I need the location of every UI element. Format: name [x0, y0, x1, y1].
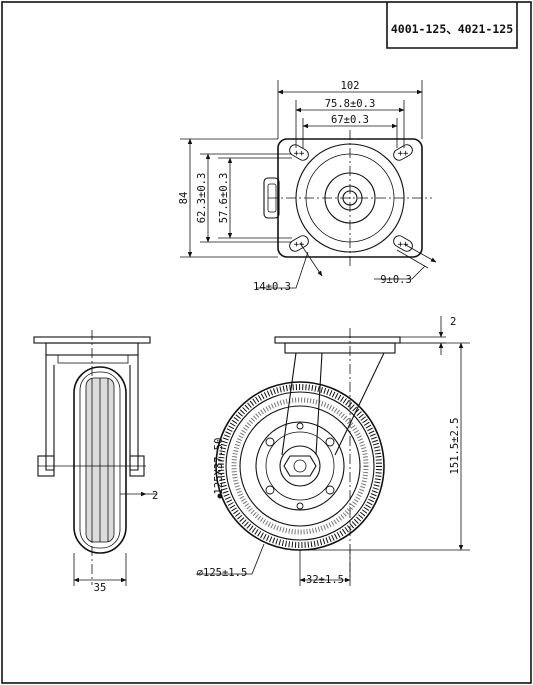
svg-text:++: ++: [294, 240, 305, 250]
bolt-slot-bottom-right: ++: [393, 235, 413, 252]
wheel-hub: [279, 445, 321, 487]
dim-wheel-width: 35: [94, 582, 107, 594]
svg-text:++: ++: [398, 149, 409, 159]
dim-bolt-inner-y: 57.6±0.3: [218, 173, 230, 224]
dim-plate-height: 84: [178, 192, 190, 205]
dim-bolt-outer-x: 75.8±0.3: [325, 98, 376, 110]
svg-text:++: ++: [294, 149, 305, 159]
top-view: ++ ++ ++ ++ 102 75.8±0.3 67±0.3: [178, 80, 437, 293]
bolt-slot-top-right: ++: [393, 144, 413, 161]
dim-side-offset: 2: [152, 490, 158, 502]
fork-front-right: [334, 352, 385, 456]
front-view: 125X37.50 2 151.5±2.5 32±1.5 ⌀125±1.5: [196, 316, 470, 586]
svg-text:++: ++: [398, 240, 409, 250]
dim-bolt-inner-x: 67±0.3: [331, 114, 369, 126]
fork-front-left: [281, 352, 323, 456]
leader-wheel-diameter: [196, 543, 265, 575]
side-wheel-tire: [73, 366, 127, 554]
brake-lever: [263, 177, 280, 219]
title-box: [386, 2, 518, 49]
bolt-slot-bottom-left: ++: [289, 235, 309, 252]
dim-overall-height: 151.5±2.5: [449, 418, 461, 475]
tire-marking: 125X37.50: [213, 438, 225, 495]
leader-slot-length: [256, 251, 309, 289]
dim-slot-length: 14±0.3: [253, 281, 291, 293]
dim-bolt-outer-y: 62.3±0.3: [196, 173, 208, 224]
front-axle-nut: [283, 455, 317, 477]
model-number-label: 4001-125、4021-125: [391, 22, 513, 36]
side-view: 35 2: [33, 330, 158, 594]
wheel-rim: [255, 421, 345, 511]
front-wheel-tire: [215, 381, 385, 551]
dim-plate-thickness: 2: [450, 316, 456, 328]
title-block: 4001-125、4021-125: [386, 2, 518, 49]
front-mounting-plate: [274, 336, 401, 344]
bolt-slot-top-left: ++: [289, 144, 309, 161]
dim-slot-width: 9±0.3: [380, 274, 412, 286]
dim-wheel-diameter: ⌀125±1.5: [197, 567, 248, 579]
dim-plate-width: 102: [341, 80, 360, 92]
tire-tread-pattern: [218, 384, 382, 548]
brake-pedal: [267, 183, 277, 213]
fork-leg-right: [129, 355, 139, 471]
fork-leg-left: [45, 355, 55, 471]
leader-slot-width: [374, 265, 426, 280]
dim-swivel-offset: 32±1.5: [306, 574, 344, 586]
